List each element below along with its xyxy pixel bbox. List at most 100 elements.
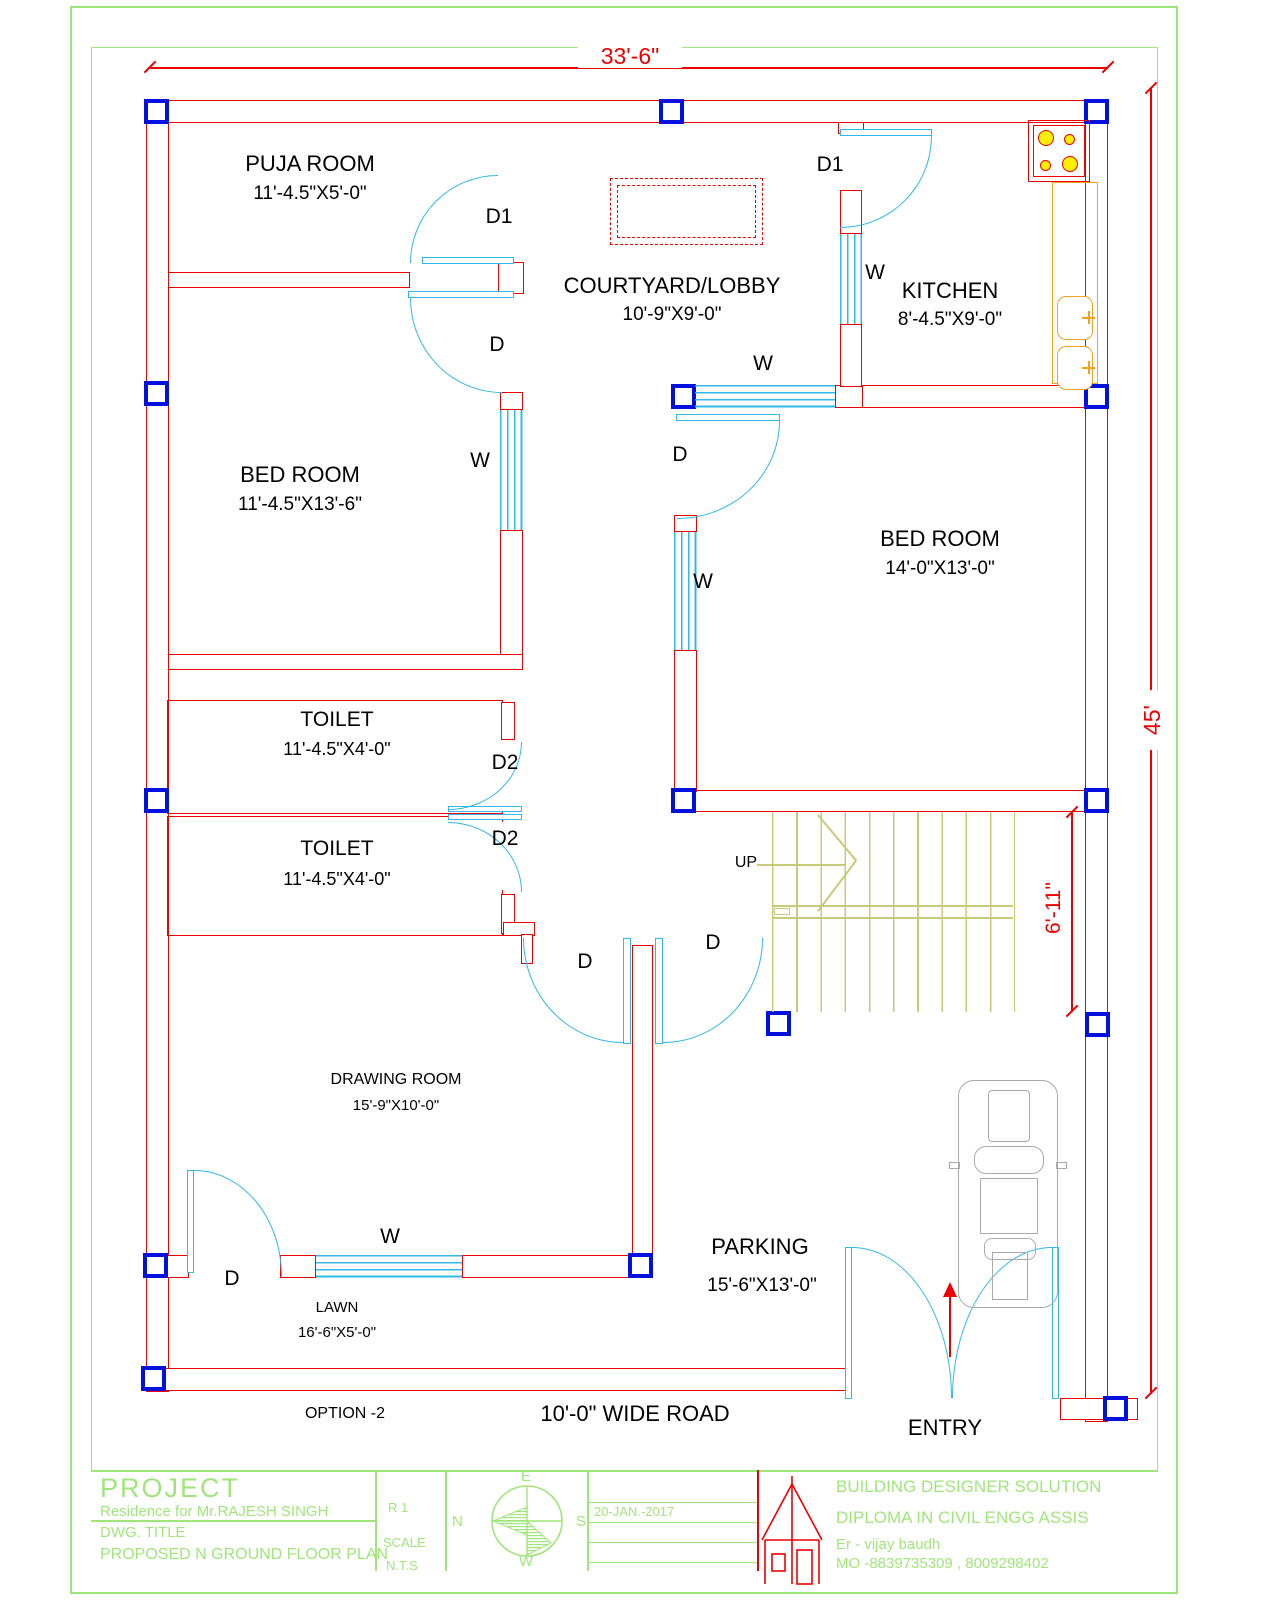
- room-size-courtyard: 10'-9"X9'-0": [622, 304, 722, 325]
- door-leaf-entry-right: [655, 938, 663, 1044]
- column: [659, 99, 684, 124]
- window-bedroom-right: [674, 532, 697, 650]
- compass-w: W: [519, 1553, 534, 1570]
- column: [144, 381, 169, 406]
- house-logo-icon: [761, 1476, 823, 1585]
- wall-courtyard-bottom-stub: [835, 385, 864, 408]
- room-name-parking: PARKING: [711, 1234, 809, 1259]
- room-name-bedroom-right: BED ROOM: [880, 526, 1000, 551]
- wall-bottom: [146, 1368, 848, 1391]
- wall-toilet1-notch: [501, 702, 515, 740]
- wall-kitchen-bottom: [862, 385, 1088, 408]
- titleblock-hline: [587, 1522, 757, 1524]
- titleblock-vline: [445, 1470, 447, 1571]
- wall-connector-h: [503, 922, 535, 936]
- column: [766, 1011, 791, 1036]
- company-qualification: DIPLOMA IN CIVIL ENGG ASSIS: [836, 1508, 1089, 1527]
- dim-stair-width: 6'-11": [1042, 866, 1066, 951]
- sink-tap: [1088, 311, 1090, 324]
- titleblock-hline: [587, 1502, 757, 1504]
- wall-bedl-right-lower: [500, 530, 523, 658]
- titleblock-vline-red: [757, 1470, 759, 1571]
- window-kitchen: [840, 234, 862, 324]
- label-w-bedroom-right: W: [693, 570, 713, 593]
- wall-drawing-bottom-right: [462, 1255, 632, 1278]
- door-leaf-toilet2-d2: [448, 814, 522, 820]
- compass-e: E: [521, 1468, 532, 1485]
- burner: [1064, 134, 1075, 145]
- entry-arrow-head: [943, 1282, 957, 1297]
- label-entry: ENTRY: [907, 1415, 983, 1440]
- wall-drawing-window-frame: [280, 1255, 316, 1278]
- column: [1084, 788, 1109, 813]
- window-courtyard: [695, 385, 835, 408]
- room-size-drawing: 15'-9"X10'-0": [352, 1097, 440, 1114]
- wall-puja-bottom: [168, 272, 410, 288]
- door-leaf-bedroom-right: [676, 414, 780, 421]
- courtyard-feature-inner: [617, 185, 756, 238]
- room-name-courtyard: COURTYARD/LOBBY: [563, 273, 781, 298]
- label-d-bedroom-left: D: [489, 333, 505, 356]
- wall-bedroom-right-bottom: [674, 790, 1108, 812]
- column: [143, 1253, 168, 1278]
- column: [1103, 1396, 1128, 1421]
- label-w-kitchen: W: [865, 261, 885, 284]
- date: 20-JAN.-2017: [594, 1504, 675, 1519]
- stove: [1028, 120, 1090, 182]
- dwg-title: PROPOSED N GROUND FLOOR PLAN: [100, 1546, 389, 1563]
- stairs-risers: [772, 812, 1015, 1012]
- stairs-landing-tab: [774, 908, 790, 915]
- scale-label: SCALE: [383, 1535, 426, 1550]
- room-size-kitchen: 8'-4.5"X9'-0": [897, 309, 1003, 330]
- burner: [1062, 156, 1078, 172]
- label-option: OPTION -2: [304, 1405, 385, 1422]
- room-name-toilet2: TOILET: [300, 837, 374, 860]
- dim-overall-width: 33'-6": [578, 44, 682, 68]
- column: [671, 384, 696, 409]
- entry-arrow-shaft: [949, 1295, 952, 1357]
- room-name-puja: PUJA ROOM: [245, 151, 375, 176]
- column: [141, 1366, 166, 1391]
- room-size-bedroom-left: 11'-4.5"X13'-6": [238, 494, 362, 515]
- car-body: [958, 1080, 1058, 1308]
- burner: [1038, 130, 1054, 146]
- wall-bedr-left-lower: [674, 650, 697, 792]
- label-w-drawing: W: [380, 1225, 400, 1248]
- door-leaf-kitchen-d1: [840, 129, 932, 136]
- car-mirror-right: [1056, 1162, 1067, 1169]
- room-name-lawn: LAWN: [315, 1299, 359, 1316]
- room-size-lawn: 16'-6"X5'-0": [297, 1324, 377, 1341]
- project-name: Residence for Mr.RAJESH SINGH: [100, 1503, 329, 1520]
- car-roof: [980, 1178, 1038, 1234]
- door-leaf-bedroom-left: [408, 291, 514, 298]
- car-trunk: [992, 1252, 1028, 1300]
- room-size-parking: 15'-6"X13'-0": [707, 1275, 817, 1296]
- door-leaf-entry-left: [623, 938, 631, 1044]
- compass-n: N: [452, 1513, 463, 1530]
- titleblock-hline: [587, 1562, 757, 1564]
- gate-leaf-left: [845, 1247, 852, 1399]
- scale-value: N.T.S: [386, 1558, 418, 1573]
- titleblock-vline: [587, 1470, 589, 1571]
- car-windshield: [974, 1146, 1044, 1174]
- courtyard-feature-outer: [610, 178, 763, 245]
- wall-top: [146, 100, 1108, 123]
- compass-s: S: [576, 1513, 587, 1530]
- column: [1084, 99, 1109, 124]
- label-d-entry-right: D: [705, 931, 721, 954]
- engineer-name: Er - vijay baudh: [836, 1536, 941, 1553]
- titleblock-top-line: [91, 1470, 1158, 1472]
- revision: R 1: [388, 1500, 409, 1515]
- wall-left: [146, 100, 169, 1392]
- dim-line-stairs: [1071, 812, 1073, 1012]
- compass-icon: [491, 1485, 563, 1557]
- titleblock-hline: [587, 1542, 757, 1544]
- gate-leaf-right: [1052, 1247, 1059, 1399]
- room-size-puja: 11'-4.5"X5'-0": [253, 183, 367, 204]
- label-d2-toilet2: D2: [491, 827, 519, 850]
- wall-bedl-bottom: [168, 654, 523, 670]
- stairs-up-leader: [757, 864, 845, 866]
- label-w-bedroom-left: W: [470, 449, 490, 472]
- car-rear-window: [984, 1238, 1036, 1260]
